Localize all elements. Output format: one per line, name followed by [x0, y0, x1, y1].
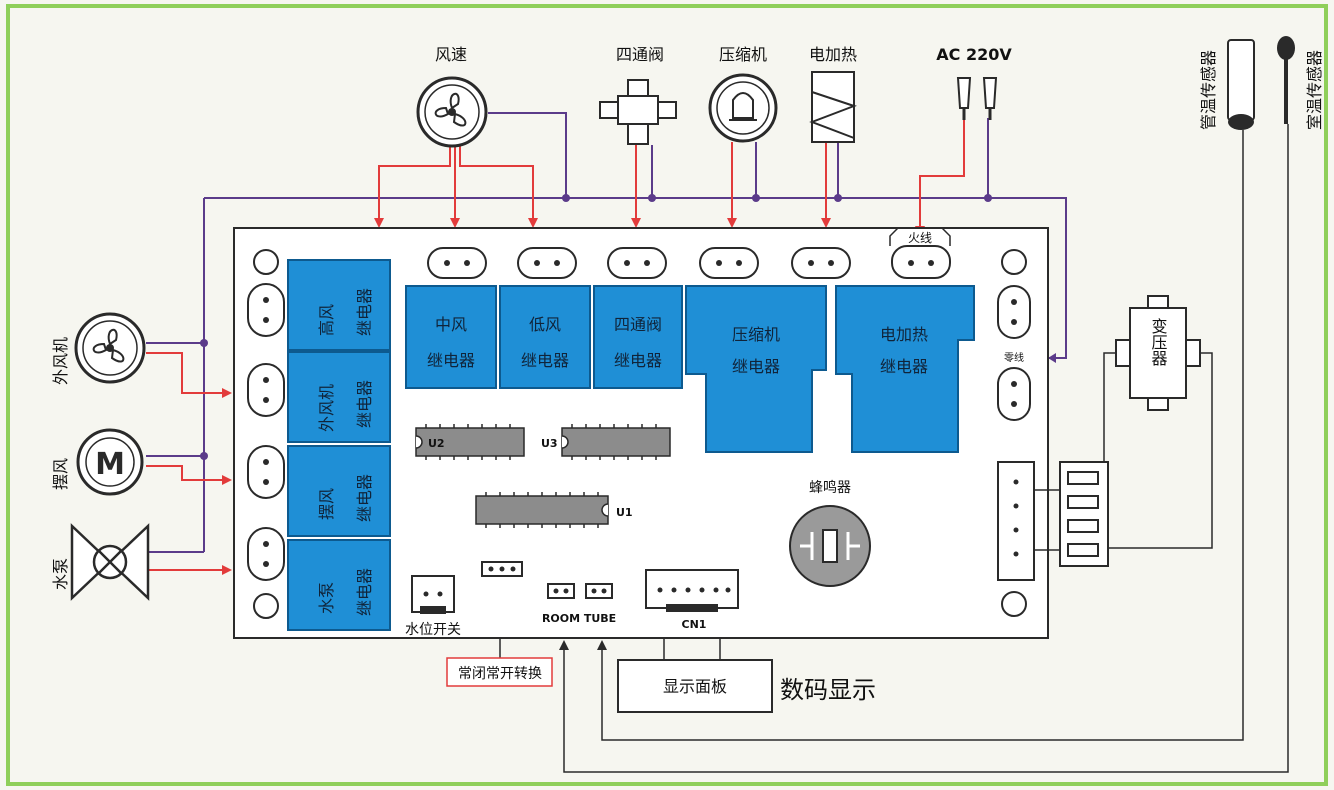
mid-fan-relay: [405, 285, 497, 389]
ic-pins: [425, 424, 657, 528]
cn1-connector: [645, 569, 739, 612]
ac-plug-icon: [956, 77, 998, 120]
neutral-label: 零线: [1004, 351, 1024, 364]
arrowheads: [222, 218, 925, 575]
cn1-label: CN1: [682, 618, 707, 631]
top-relay-1-line1: 低风: [529, 315, 561, 334]
outdoor-fan-icon: [74, 312, 146, 384]
live-label: 火线: [908, 231, 932, 245]
water-level-switch-connector: [411, 575, 455, 614]
ac-220v-label: AC 220V: [936, 45, 1012, 64]
outer-frame: [6, 4, 1328, 786]
electric-heat-label: 电加热: [809, 45, 857, 64]
top-terminals: [427, 245, 951, 279]
nc-no-switch-box: [446, 657, 553, 687]
left-relay-2-line2: 继电器: [355, 474, 374, 522]
top-relay-2-line2: 继电器: [614, 351, 662, 370]
top-relay-3-line2: 继电器: [732, 357, 780, 376]
display-panel-box: [617, 659, 773, 713]
u2-chip: [415, 427, 525, 457]
left-terminals: [247, 283, 285, 581]
motor-letter: M: [95, 447, 125, 482]
low-fan-relay: [499, 285, 591, 389]
room-sensor-connector: [547, 583, 575, 599]
digital-display-label: 数码显示: [780, 676, 876, 704]
u3-chip: [561, 427, 671, 457]
u1-chip: [475, 495, 609, 525]
pipe-temp-sensor-label: 管温传感器: [1199, 50, 1218, 130]
pipe-temp-sensor-icon: [1227, 39, 1255, 130]
live-wires: [146, 118, 965, 571]
u3-label: U3: [541, 437, 558, 450]
fan-speed-motor-icon: [416, 76, 488, 148]
room-label: ROOM: [542, 612, 580, 625]
room-temp-sensor-label: 室温传感器: [1305, 50, 1324, 130]
buzzer-icon: [789, 505, 871, 587]
transformer-label: 变压器: [1149, 318, 1168, 366]
four-way-valve-relay: [593, 285, 683, 389]
tube-sensor-connector: [585, 583, 613, 599]
neutral-arrow: [1048, 353, 1056, 363]
fan-speed-label: 风速: [435, 45, 467, 64]
buzzer-label: 蜂鸣器: [809, 479, 851, 496]
u2-label: U2: [428, 437, 445, 450]
top-relays: 中风 继电器 低风 继电器 四通阀 继电器 压缩机 继电器 电加热 继电器: [405, 285, 975, 453]
water-switch-label: 水位开关: [405, 622, 461, 638]
left-relay-1-line2: 继电器: [355, 380, 374, 428]
electric-heat-relay: [835, 285, 975, 453]
bus-junctions: [200, 194, 992, 460]
nc-no-switch-label: 常闭常开转换: [458, 665, 542, 682]
transformer-icon: [1115, 295, 1201, 411]
water-pump-relay: [287, 539, 391, 631]
transformer-plug: [1034, 461, 1109, 567]
water-pump-label: 水泵: [51, 558, 70, 590]
transformer-wires: [1103, 352, 1213, 549]
top-relay-0-line2: 继电器: [427, 351, 475, 370]
water-pump-icon: [70, 523, 150, 601]
left-relay-0-line2: 继电器: [355, 288, 374, 336]
swing-motor-icon: M: [76, 428, 144, 496]
top-relay-1-line2: 继电器: [521, 351, 569, 370]
live-terminal-housing: [889, 227, 951, 246]
right-terminals: [997, 285, 1031, 421]
swing-label: 摆风: [51, 458, 70, 490]
compressor-label: 压缩机: [719, 45, 767, 64]
four-way-valve-label: 四通阀: [616, 45, 664, 64]
room-temp-sensor-icon: [1277, 36, 1295, 124]
transformer-connector: [997, 461, 1035, 581]
electric-heater-icon: [809, 71, 857, 143]
top-relay-2-line1: 四通阀: [614, 315, 662, 334]
left-relay-3-line1: 水泵: [317, 582, 336, 614]
ic-chips: U2 U3 U1: [415, 427, 671, 525]
outdoor-fan-label: 外风机: [51, 337, 70, 385]
left-relay-0-line1: 高风: [317, 304, 336, 336]
top-relay-4-line1: 电加热: [880, 325, 928, 344]
swing-relay: [287, 445, 391, 537]
left-relays: 高风 继电器 外风机 继电器 摆风 继电器 水泵 继电器: [287, 259, 391, 631]
four-way-valve-icon: [599, 79, 677, 145]
compressor-icon: [708, 73, 778, 143]
top-relay-0-line1: 中风: [435, 315, 467, 334]
top-relay-4-line2: 继电器: [880, 357, 928, 376]
left-relay-2-line1: 摆风: [317, 488, 336, 520]
compressor-relay: [685, 285, 827, 453]
left-relay-3-line2: 继电器: [355, 568, 374, 616]
u1-label: U1: [616, 506, 633, 519]
top-relay-3-line1: 压缩机: [732, 325, 780, 344]
outdoor-fan-relay: [287, 351, 391, 443]
mounting-holes: [253, 249, 1027, 619]
jumper-header: [481, 561, 523, 577]
high-fan-relay: [287, 259, 391, 351]
left-relay-1-line1: 外风机: [317, 384, 336, 432]
tube-label: TUBE: [584, 612, 616, 625]
display-panel-label: 显示面板: [663, 677, 727, 696]
